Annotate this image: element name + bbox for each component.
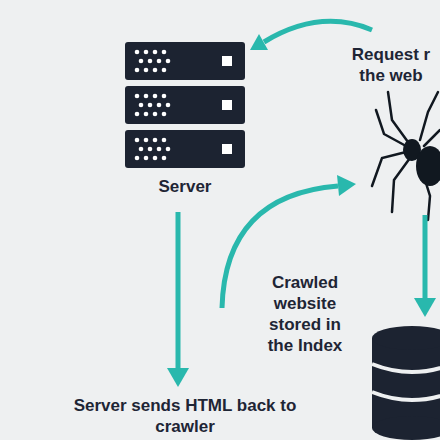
database-icon (372, 326, 440, 440)
arrow-heads (167, 34, 436, 387)
index-label: Crawled website stored in the Index (255, 272, 355, 356)
spider-body (403, 139, 440, 186)
request-label: Request r the web (346, 44, 436, 86)
node-label: Server (125, 176, 245, 197)
server-node: Server (125, 42, 245, 197)
server-icon (125, 42, 245, 168)
server-dots (135, 50, 171, 161)
server-lights (222, 56, 232, 154)
response-label: Server sends HTML back to crawler (70, 395, 300, 437)
